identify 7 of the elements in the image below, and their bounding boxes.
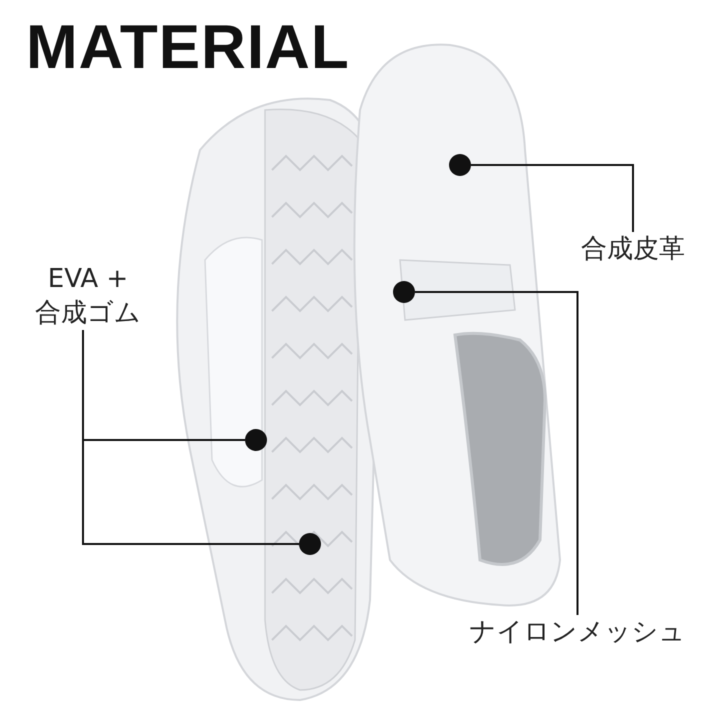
leader-line [415, 291, 578, 615]
title: MATERIAL [26, 12, 350, 84]
callout-label: ナイロンメッシュ [455, 615, 700, 649]
callout-label: 合成皮革 [568, 232, 698, 266]
callout-label: EVA + 合成ゴム [30, 262, 146, 330]
leader-line [82, 330, 299, 545]
leader-line [471, 164, 634, 232]
